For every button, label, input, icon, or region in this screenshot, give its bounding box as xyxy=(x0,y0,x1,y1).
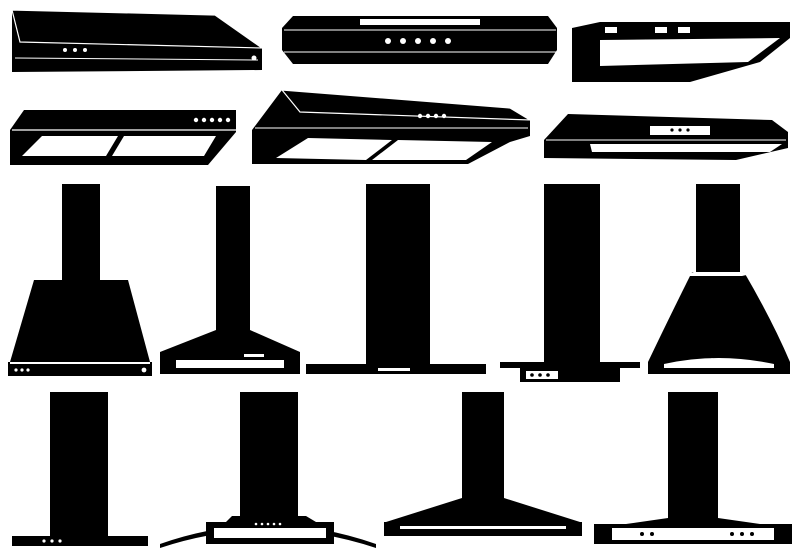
under-cabinet-hood-6 xyxy=(544,114,788,160)
under-cabinet-hood-5 xyxy=(252,89,533,164)
chimney-hood-trapezoid xyxy=(8,184,152,376)
chimney-hood-flat-wide xyxy=(12,392,148,546)
under-cabinet-hood-3 xyxy=(572,22,790,82)
under-cabinet-hood-2 xyxy=(282,16,557,64)
chimney-hood-curved-glass xyxy=(160,392,376,548)
under-cabinet-hood-4 xyxy=(10,110,236,165)
chimney-hood-pyramid xyxy=(160,186,300,374)
chimney-hood-flat-panel xyxy=(500,184,640,382)
under-cabinet-hood-1 xyxy=(11,9,264,72)
chimney-hood-pyramid-wide xyxy=(384,392,582,536)
chimney-hood-box-base xyxy=(594,392,792,544)
chimney-hood-bell xyxy=(648,184,790,374)
chimney-hood-flat-slim xyxy=(306,184,486,374)
